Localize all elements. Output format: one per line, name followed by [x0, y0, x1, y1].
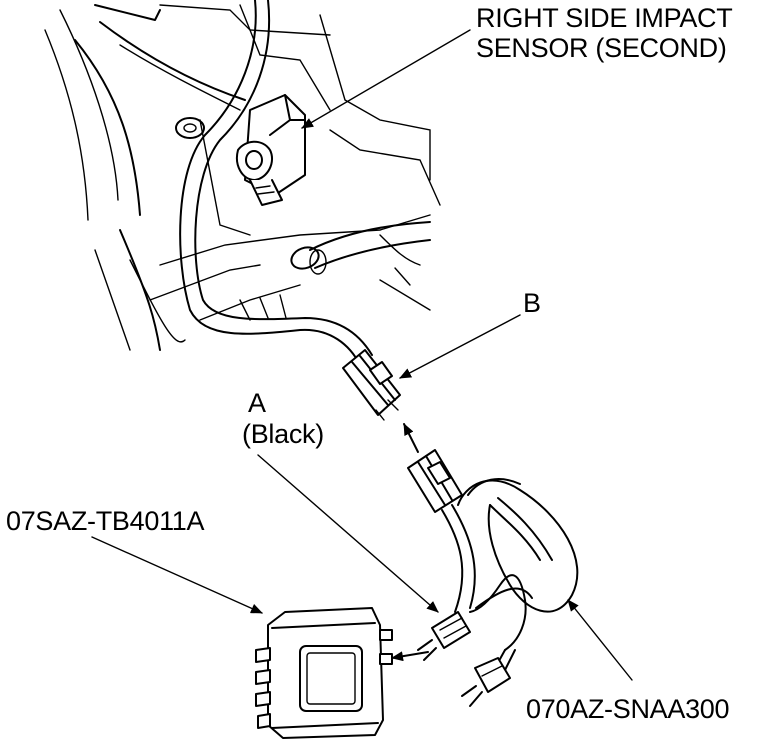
connect-arrow-b — [403, 423, 419, 453]
connector-b — [342, 349, 401, 421]
connect-arrow-a — [391, 651, 429, 662]
connector-b-label: B — [523, 288, 541, 318]
vehicle-harness — [179, 0, 431, 366]
connector-a — [417, 611, 471, 661]
leader-tool-harness — [567, 599, 633, 681]
vehicle-body-panel — [44, 4, 441, 351]
impact-sensor — [236, 94, 306, 206]
connector-a-color-label: (Black) — [242, 419, 324, 449]
tool-harness-cable — [441, 478, 579, 671]
tool-harness-plug — [461, 657, 511, 707]
leader-b — [399, 314, 521, 379]
body-grommet — [175, 117, 205, 139]
connector-a-label: A — [248, 388, 266, 418]
sensor-label-line2: SENSOR (SECOND) — [476, 33, 727, 63]
leader-a — [257, 454, 439, 613]
tool-harness-connector — [407, 449, 463, 513]
leader-sensor — [301, 29, 471, 129]
tool-box-label: 07SAZ-TB4011A — [6, 506, 205, 536]
tool-box — [255, 607, 393, 739]
sensor-label-line1: RIGHT SIDE IMPACT — [476, 3, 733, 33]
tool-harness-label: 070AZ-SNAA300 — [526, 694, 730, 724]
leader-tool-box — [91, 536, 263, 614]
harness-clip — [290, 246, 327, 275]
